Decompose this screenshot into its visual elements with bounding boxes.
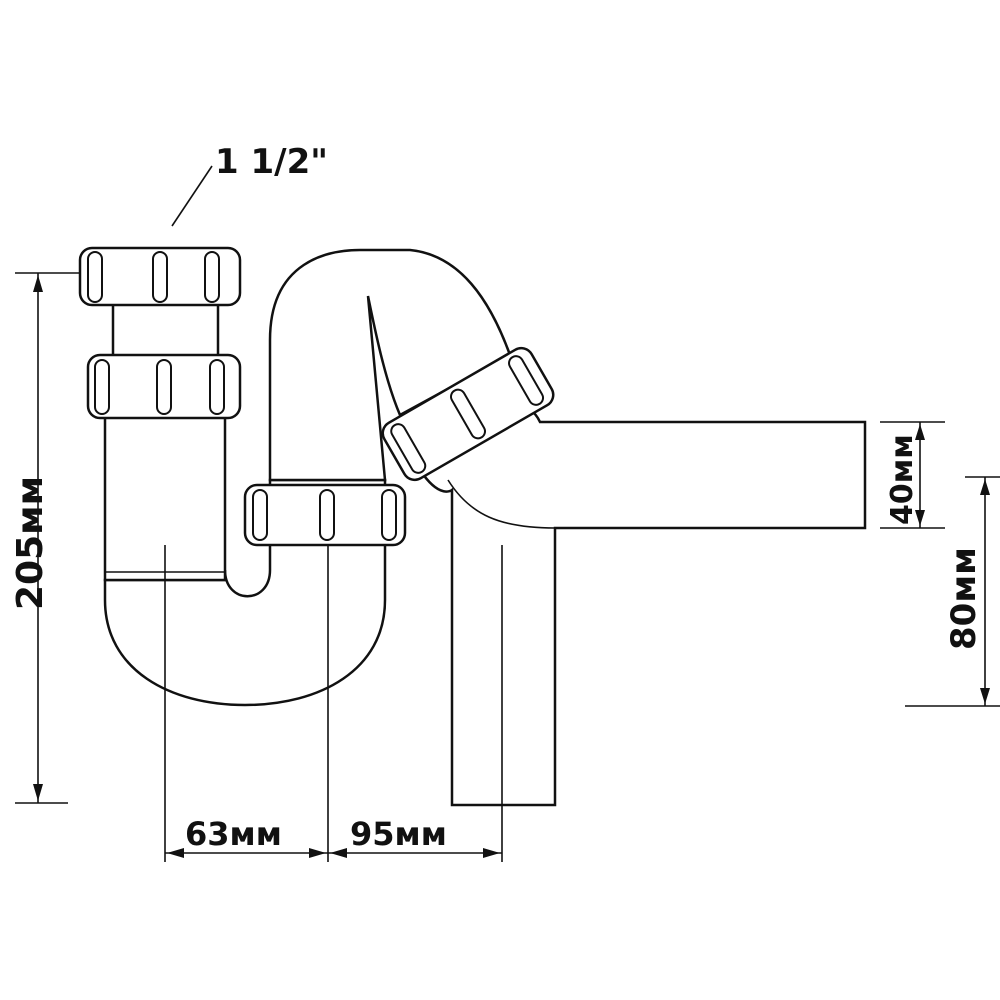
diameter-dimension: 40мм xyxy=(880,421,945,529)
height-label: 205мм xyxy=(10,476,51,610)
diameter-label: 40мм xyxy=(885,434,920,525)
angled-nut xyxy=(381,346,555,482)
inlet-neck xyxy=(111,301,220,360)
outlet-height-label: 80мм xyxy=(944,547,984,650)
thread-leader-line xyxy=(171,165,213,227)
outlet-pipe xyxy=(418,402,867,807)
height-dimension: 205мм xyxy=(10,272,80,804)
offset-dimensions: 63мм 95мм xyxy=(164,545,503,862)
offset-95-label: 95мм xyxy=(350,815,447,853)
trap-nut xyxy=(243,483,407,547)
outlet-height-dimension: 80мм xyxy=(905,476,1000,707)
top-nut xyxy=(78,246,242,307)
thread-size-label: 1 1/2" xyxy=(215,142,328,182)
trap-body xyxy=(103,248,512,707)
offset-63-label: 63мм xyxy=(185,815,282,853)
middle-nut xyxy=(86,353,242,420)
